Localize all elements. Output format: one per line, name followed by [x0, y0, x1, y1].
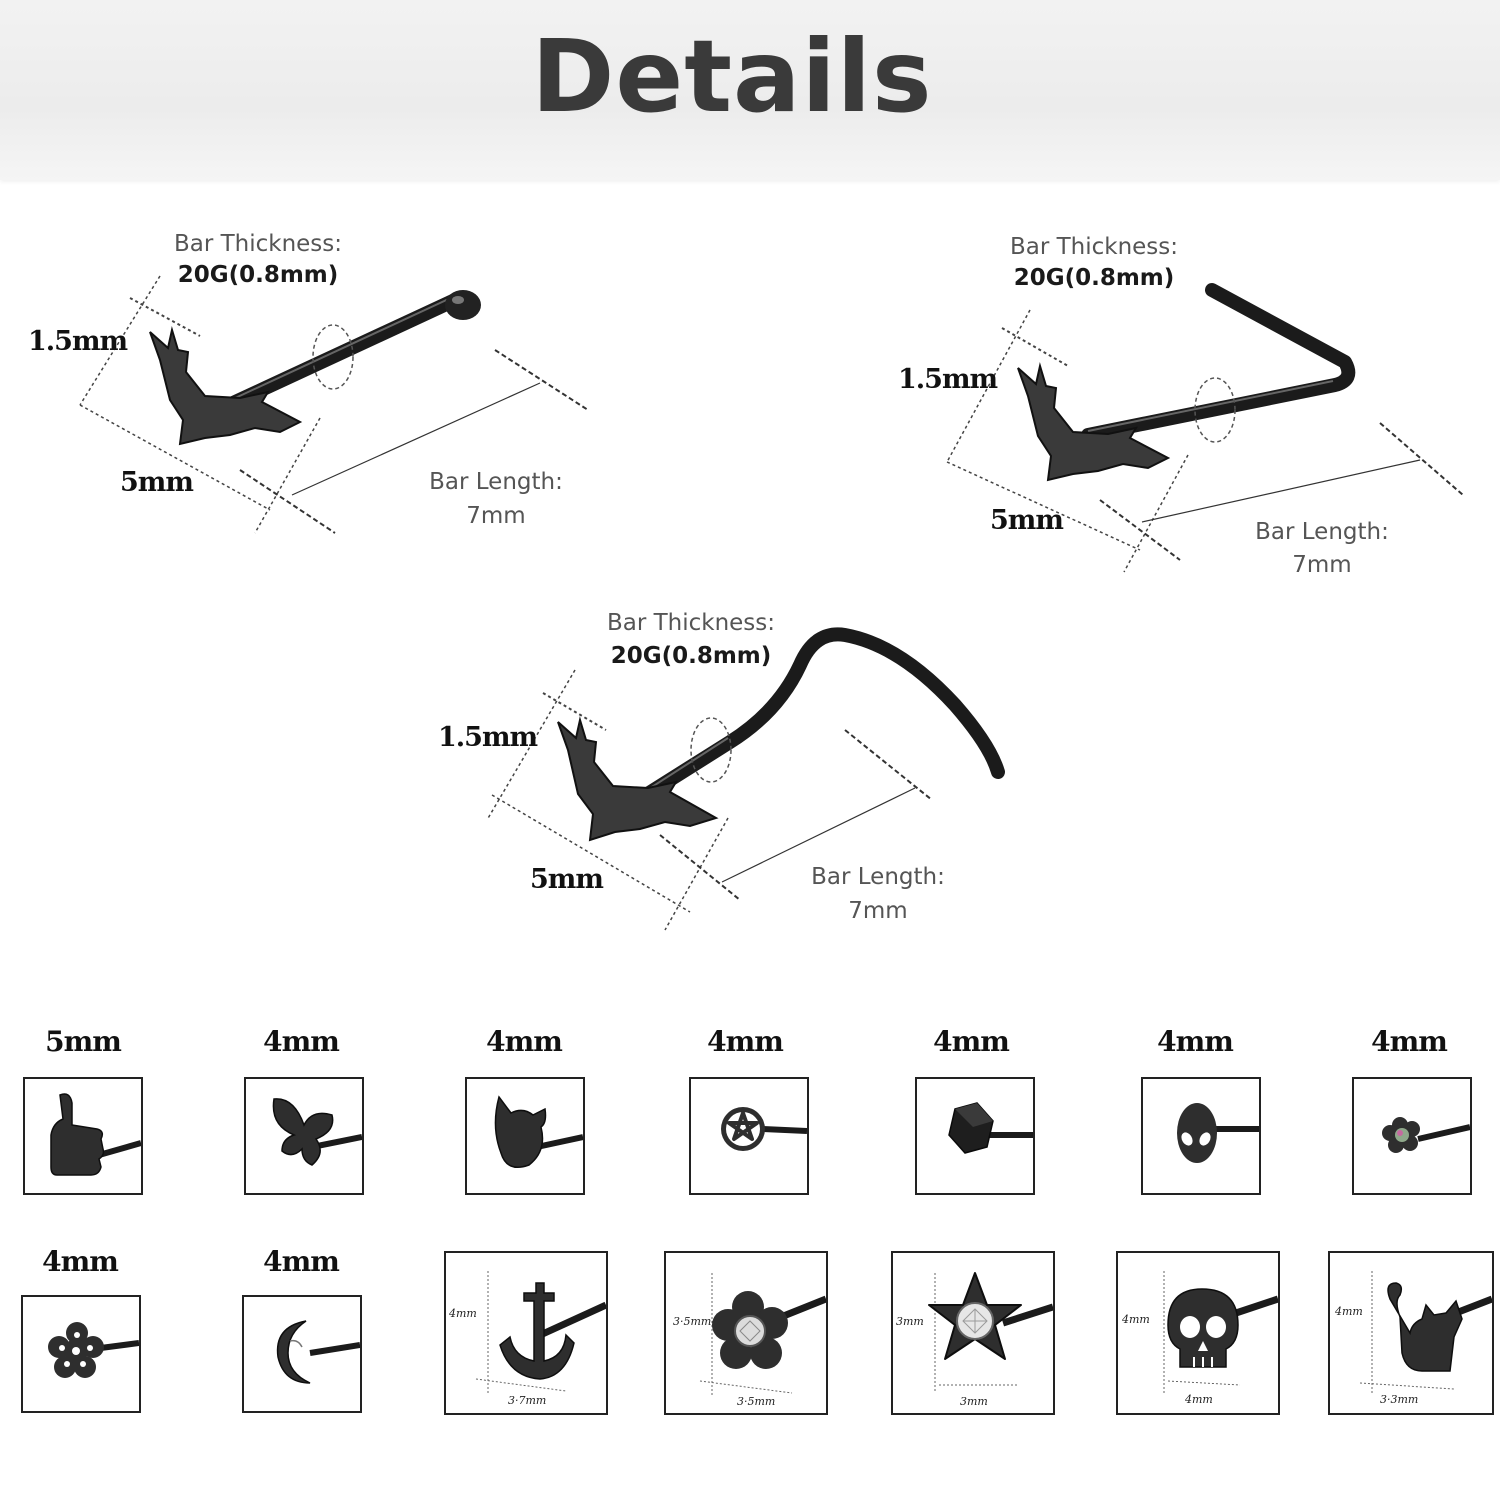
page-title: Details	[531, 18, 933, 135]
bat-icon	[557, 716, 719, 842]
style-swatch-skull	[1116, 1251, 1280, 1415]
style-size-label: 4mm	[1371, 1025, 1448, 1058]
l-shape-thickness-value: 20G(0.8mm)	[1013, 265, 1175, 291]
style-size-label: 4mm	[486, 1025, 563, 1058]
bat-icon	[1017, 362, 1171, 482]
flower-gem-icon	[1382, 1117, 1420, 1153]
straight-thickness-label: Bar Thickness:	[173, 231, 343, 257]
straight-width-dimension: 5mm	[120, 467, 194, 498]
flower-icon	[48, 1322, 104, 1378]
style-swatch-moon	[242, 1295, 362, 1413]
l-shape-stud-diagram	[946, 283, 1464, 573]
butterfly-icon	[272, 1098, 334, 1166]
cat-width-dimension: 3·3mm	[1380, 1393, 1419, 1406]
l-shape-height-dimension: 1.5mm	[898, 364, 998, 395]
header-banner: Details	[0, 0, 1500, 180]
alien-head-icon	[1177, 1103, 1217, 1163]
star-crystal-width-dimension: 3mm	[960, 1395, 988, 1408]
style-swatch-flower	[21, 1295, 141, 1413]
anchor-icon	[499, 1282, 575, 1380]
flower-crystal-width-dimension: 3·5mm	[737, 1395, 776, 1408]
style-swatch-anchor	[444, 1251, 608, 1415]
style-swatch-hexagon	[915, 1077, 1035, 1195]
style-size-label: 4mm	[263, 1025, 340, 1058]
straight-height-dimension: 1.5mm	[28, 326, 128, 357]
star-crystal-icon	[928, 1272, 1022, 1360]
style-size-label: 4mm	[1157, 1025, 1234, 1058]
style-size-label: 4mm	[933, 1025, 1010, 1058]
anchor-width-dimension: 3·7mm	[508, 1394, 547, 1407]
cat-icon	[1387, 1282, 1463, 1372]
straight-length-value: 7mm	[466, 503, 526, 529]
product-diagrams	[79, 275, 1464, 931]
skull-width-dimension: 4mm	[1185, 1393, 1213, 1406]
l-shape-thickness-label: Bar Thickness:	[1009, 234, 1179, 260]
style-swatch-thumbs-up	[23, 1077, 143, 1195]
flower-crystal-icon	[712, 1291, 788, 1369]
style-swatch-flower-crystal	[664, 1251, 828, 1415]
skull-icon	[1167, 1288, 1239, 1368]
l-shape-length-value: 7mm	[1292, 552, 1352, 578]
l-shape-length-label: Bar Length:	[1255, 519, 1389, 545]
style-size-label: 5mm	[45, 1025, 122, 1058]
moon-icon	[276, 1320, 311, 1384]
style-swatch-flower-gem	[1352, 1077, 1472, 1195]
straight-stud-diagram	[79, 275, 589, 534]
thumbs-up-icon	[50, 1093, 105, 1176]
straight-length-label: Bar Length:	[429, 469, 563, 495]
screw-width-dimension: 5mm	[530, 864, 604, 895]
skull-height-dimension: 4mm	[1122, 1313, 1150, 1326]
screw-thickness-value: 20G(0.8mm)	[610, 643, 772, 669]
pentagram-icon	[721, 1107, 765, 1151]
style-swatch-cat	[1328, 1251, 1494, 1415]
style-swatch-cat-head	[465, 1077, 585, 1195]
screw-thickness-label: Bar Thickness:	[606, 610, 776, 636]
screw-length-label: Bar Length:	[811, 864, 945, 890]
style-size-label: 4mm	[707, 1025, 784, 1058]
screw-height-dimension: 1.5mm	[438, 722, 538, 753]
style-swatch-alien	[1141, 1077, 1261, 1195]
anchor-height-dimension: 4mm	[449, 1307, 477, 1320]
screw-length-value: 7mm	[848, 898, 908, 924]
style-swatch-pentagram	[689, 1077, 809, 1195]
flower-crystal-height-dimension: 3·5mm	[673, 1315, 712, 1328]
straight-thickness-value: 20G(0.8mm)	[177, 262, 339, 288]
style-swatch-star-crystal	[891, 1251, 1055, 1415]
bat-icon	[149, 326, 303, 446]
l-shape-width-dimension: 5mm	[990, 505, 1064, 536]
style-size-label: 4mm	[263, 1245, 340, 1278]
style-swatch-butterfly	[244, 1077, 364, 1195]
style-size-label: 4mm	[42, 1245, 119, 1278]
cat-height-dimension: 4mm	[1335, 1305, 1363, 1318]
cat-head-icon	[494, 1095, 547, 1168]
screw-stud-diagram	[486, 627, 1005, 931]
star-crystal-height-dimension: 3mm	[896, 1315, 924, 1328]
